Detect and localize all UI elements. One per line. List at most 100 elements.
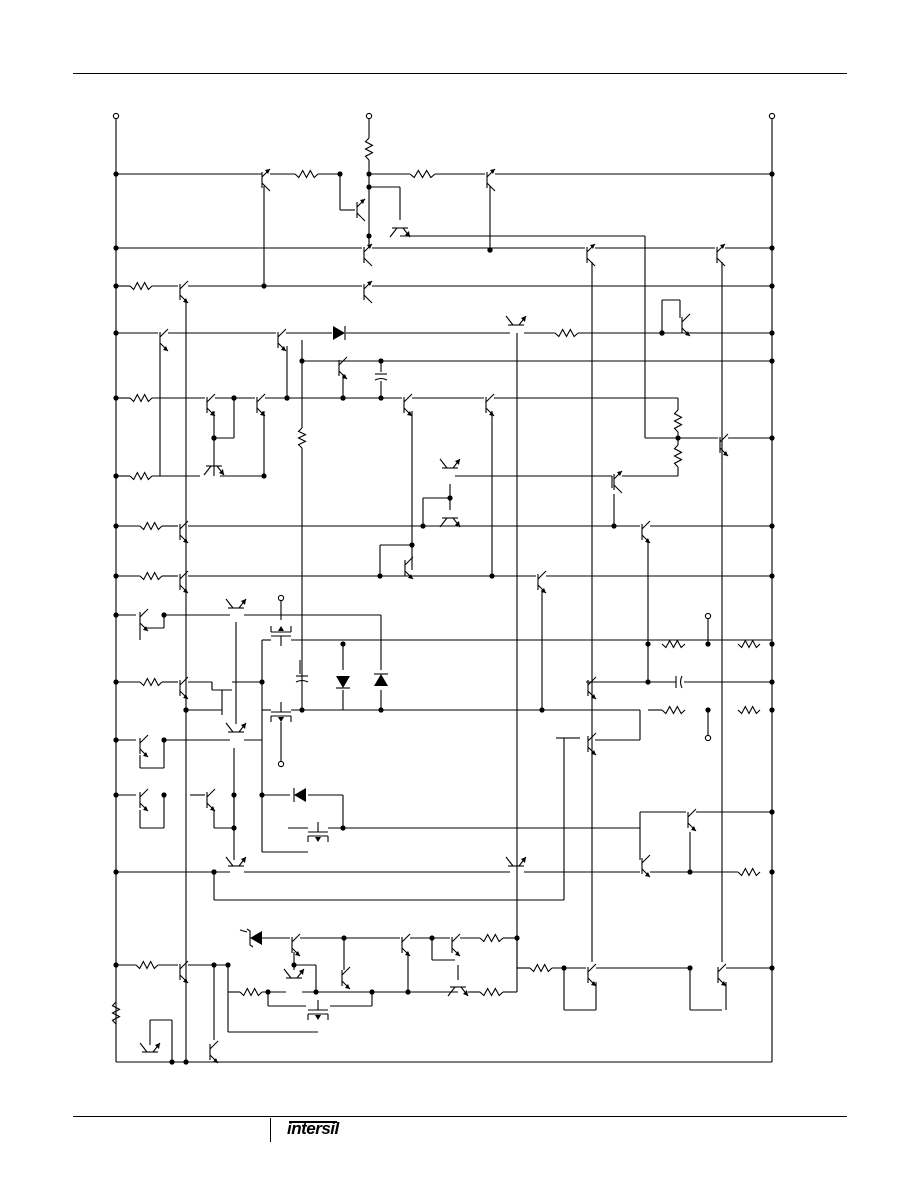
junction-dot (769, 330, 775, 336)
resistor-icon (737, 639, 761, 649)
junction-dot (705, 641, 711, 647)
npn-transistor-icon (401, 933, 411, 957)
junction-dot (113, 869, 119, 875)
npn-transistor-icon (159, 328, 169, 352)
junction-dot (769, 358, 775, 364)
resistor-icon (673, 444, 683, 468)
npn-transistor-icon (587, 963, 597, 987)
junction-dot (261, 283, 267, 289)
junction-dot (378, 358, 384, 364)
junction-dot (366, 171, 372, 177)
junction-dot (340, 395, 346, 401)
terminal-icon (365, 112, 373, 120)
npn-transistor-icon (681, 313, 691, 337)
capacitor-icon (295, 675, 309, 683)
npn-transistor-icon (277, 328, 287, 352)
npn-transistor-icon (716, 243, 726, 267)
npn-transistor-icon (179, 960, 189, 984)
junction-dot (231, 825, 237, 831)
junction-dot (420, 523, 426, 529)
junction-dot (487, 247, 493, 253)
npn-transistor-icon (717, 963, 727, 987)
schematic-junctions (112, 112, 776, 1065)
npn-transistor-icon (613, 470, 623, 494)
junction-dot (769, 171, 775, 177)
junction-dot (611, 523, 617, 529)
junction-dot (113, 792, 119, 798)
npn-transistor-icon (356, 198, 366, 222)
resistor-icon (297, 427, 307, 449)
resistor-icon (111, 1001, 121, 1025)
diode-icon (374, 673, 388, 686)
npn-transistor-icon (451, 933, 461, 957)
junction-dot (113, 962, 119, 968)
junction-dot (687, 965, 693, 971)
npn-transistor-icon (486, 168, 496, 192)
npn-transistor-icon (505, 315, 527, 326)
junction-dot (377, 573, 383, 579)
junction-dot (211, 435, 217, 441)
junction-dot (769, 523, 775, 529)
junction-dot (769, 641, 775, 647)
terminal-icon (704, 734, 712, 742)
junction-dot (113, 245, 119, 251)
resistor-icon (294, 169, 319, 179)
npn-transistor-icon (139, 1042, 161, 1053)
junction-dot (259, 792, 265, 798)
npn-transistor-icon (389, 227, 411, 238)
npn-transistor-icon (139, 608, 149, 632)
resistor-icon (129, 471, 153, 481)
npn-transistor-icon (261, 168, 271, 192)
junction-dot (409, 542, 415, 548)
junction-dot (769, 435, 775, 441)
junction-dot (183, 1059, 189, 1065)
resistor-icon (135, 960, 159, 970)
resistor-icon (129, 393, 153, 403)
mosfet-icon (270, 626, 292, 646)
junction-dot (284, 395, 290, 401)
npn-transistor-icon (283, 968, 305, 979)
diode-icon (293, 788, 306, 802)
junction-dot (769, 965, 775, 971)
npn-transistor-icon (341, 966, 351, 990)
npn-transistor-icon (179, 520, 189, 544)
junction-dot (259, 679, 265, 685)
junction-dot (340, 641, 346, 647)
schematic-components (111, 137, 761, 1064)
diode-icon (336, 676, 350, 689)
junction-dot (687, 869, 693, 875)
resistor-icon (737, 867, 761, 877)
junction-dot (113, 523, 119, 529)
resistor-icon (409, 169, 436, 179)
junction-dot (113, 612, 119, 618)
npn-transistor-icon (179, 676, 189, 700)
junction-dot (113, 573, 119, 579)
junction-dot (489, 573, 495, 579)
resistor-icon (737, 705, 761, 715)
resistor-icon (673, 409, 683, 433)
header-rule (73, 73, 847, 74)
junction-dot (231, 792, 237, 798)
resistor-icon (554, 328, 579, 338)
npn-transistor-icon (719, 433, 729, 457)
mosfet-icon (307, 1000, 329, 1020)
junction-dot (225, 962, 231, 968)
npn-transistor-icon (291, 933, 301, 957)
junction-dot (161, 612, 167, 618)
wire (239, 929, 248, 933)
junction-dot (405, 989, 411, 995)
npn-transistor-icon (363, 280, 373, 304)
npn-transistor-icon (687, 808, 697, 832)
mosfet-icon (307, 822, 329, 842)
junction-dot (113, 737, 119, 743)
npn-transistor-icon (587, 732, 597, 756)
junction-dot (265, 989, 271, 995)
npn-transistor-icon (209, 1040, 219, 1064)
junction-dot (369, 989, 375, 995)
npn-transistor-icon (505, 856, 527, 867)
terminal-icon (704, 612, 712, 620)
npn-transistor-icon (179, 570, 189, 594)
junction-dot (113, 283, 119, 289)
junction-dot (769, 679, 775, 685)
